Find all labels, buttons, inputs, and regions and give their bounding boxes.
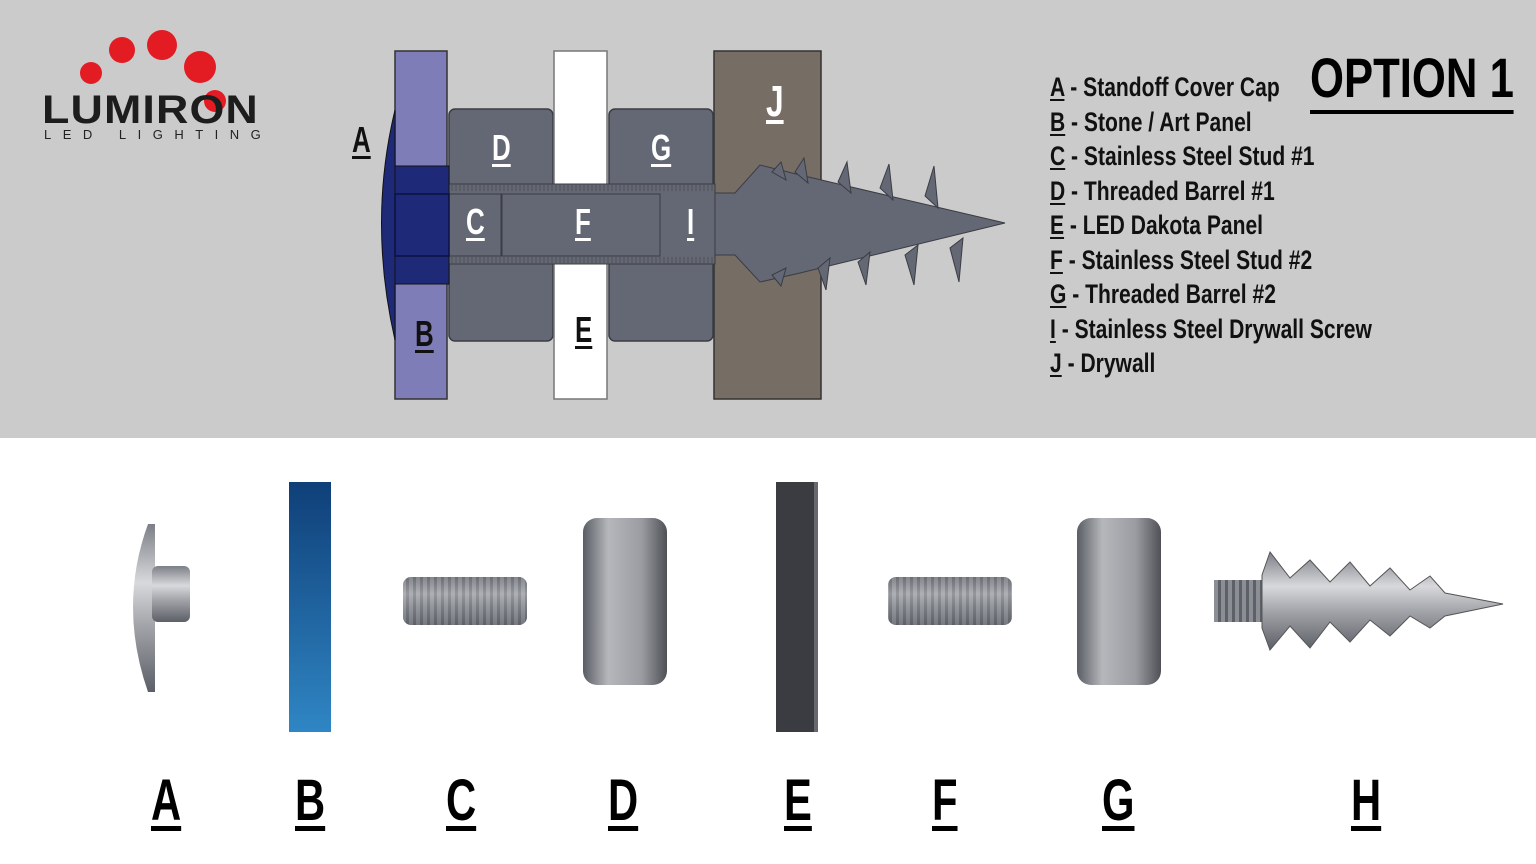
part-a-cap-image bbox=[133, 524, 190, 692]
option-title: OPTION 1 bbox=[1310, 50, 1514, 114]
legend-item: B - Stone / Art Panel bbox=[1050, 106, 1252, 137]
legend-item: I - Stainless Steel Drywall Screw bbox=[1050, 313, 1372, 344]
part-g-barrel-image bbox=[1077, 518, 1161, 685]
diagram-label-b: B bbox=[415, 313, 434, 354]
part-h-screw-image bbox=[1214, 550, 1504, 651]
part-label-b: B bbox=[295, 768, 326, 833]
diagram-label-a: A bbox=[352, 119, 371, 160]
part-e-panel-image bbox=[776, 482, 818, 732]
legend: A - Standoff Cover Cap B - Stone / Art P… bbox=[1050, 70, 1536, 381]
part-label-g: G bbox=[1102, 768, 1135, 833]
part-f-stud-image bbox=[888, 577, 1012, 625]
legend-item: A - Standoff Cover Cap bbox=[1050, 72, 1280, 102]
zigzag-divider bbox=[0, 432, 1536, 442]
legend-item: C - Stainless Steel Stud #1 bbox=[1050, 141, 1315, 171]
legend-item: D - Threaded Barrel #1 bbox=[1050, 175, 1275, 206]
diagram-label-g: G bbox=[651, 127, 672, 168]
part-label-a: A bbox=[151, 768, 182, 833]
part-label-h: H bbox=[1351, 768, 1382, 833]
part-label-c: C bbox=[446, 768, 477, 833]
diagram-label-e: E bbox=[575, 309, 593, 350]
part-d-barrel-image bbox=[583, 518, 667, 685]
brand-name: LUMIRON bbox=[42, 88, 259, 132]
diagram-label-i: I bbox=[687, 201, 695, 242]
part-label-d: D bbox=[608, 768, 639, 833]
diagram-label-f: F bbox=[575, 201, 591, 242]
brand-tagline: LED LIGHTING bbox=[44, 127, 273, 142]
part-label-f: F bbox=[932, 768, 958, 833]
legend-item: F - Stainless Steel Stud #2 bbox=[1050, 244, 1313, 275]
diagram-label-j: J bbox=[766, 77, 784, 126]
legend-item: G - Threaded Barrel #2 bbox=[1050, 279, 1276, 309]
diagram-label-c: C bbox=[466, 201, 485, 242]
part-c-stud-image bbox=[403, 577, 527, 625]
part-label-e: E bbox=[784, 768, 812, 833]
diagram-label-d: D bbox=[492, 127, 511, 168]
part-b-panel-image bbox=[289, 482, 331, 732]
legend-item: E - LED Dakota Panel bbox=[1050, 210, 1264, 240]
legend-item: J - Drywall bbox=[1050, 348, 1156, 378]
